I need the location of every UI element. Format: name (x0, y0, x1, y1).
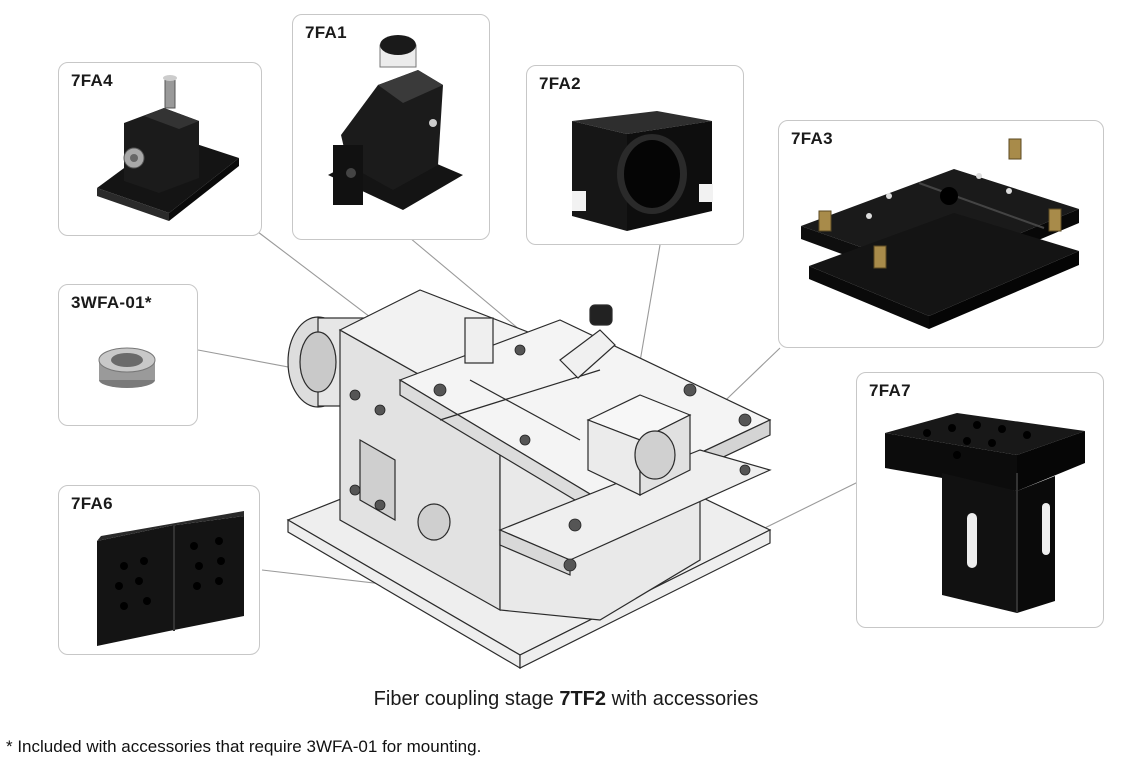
accessory-label: 3WFA-01* (71, 293, 152, 312)
accessory-label: 7FA2 (539, 74, 581, 93)
footnote: * Included with accessories that require… (6, 737, 482, 756)
caption-prefix: Fiber coupling stage (373, 688, 554, 710)
accessory-box-7fa2: 7FA2 (526, 65, 744, 245)
accessory-label: 7FA1 (305, 23, 347, 42)
accessory-box-3wfa01: 3WFA-01* (58, 284, 198, 426)
7fa2-product-image (572, 111, 713, 231)
accessory-label: 7FA4 (71, 71, 113, 90)
accessory-box-7fa1: 7FA1 (292, 14, 490, 240)
accessory-label: 7FA7 (869, 381, 911, 400)
accessory-box-7fa4: 7FA4 (58, 62, 262, 236)
7fa4-product-image (97, 75, 239, 221)
accessory-label: 7FA6 (71, 494, 113, 513)
caption-suffix: with accessories (611, 688, 759, 710)
accessory-label: 7FA3 (791, 129, 833, 148)
caption-model: 7TF2 (559, 688, 607, 710)
7fa6-product-image (97, 511, 244, 646)
accessory-box-7fa7: 7FA7 (856, 372, 1104, 628)
7fa7-product-image (885, 413, 1085, 613)
7fa1-product-image (328, 35, 463, 210)
accessory-box-7fa6: 7FA6 (58, 485, 260, 655)
accessory-box-7fa3: 7FA3 (778, 120, 1104, 348)
7fa3-product-image (801, 138, 1079, 329)
figure-caption: Fiber coupling stage 7TF2 with accessori… (0, 688, 1132, 711)
leader-7fa1 (409, 237, 521, 331)
3wfa01-product-image (98, 347, 156, 388)
